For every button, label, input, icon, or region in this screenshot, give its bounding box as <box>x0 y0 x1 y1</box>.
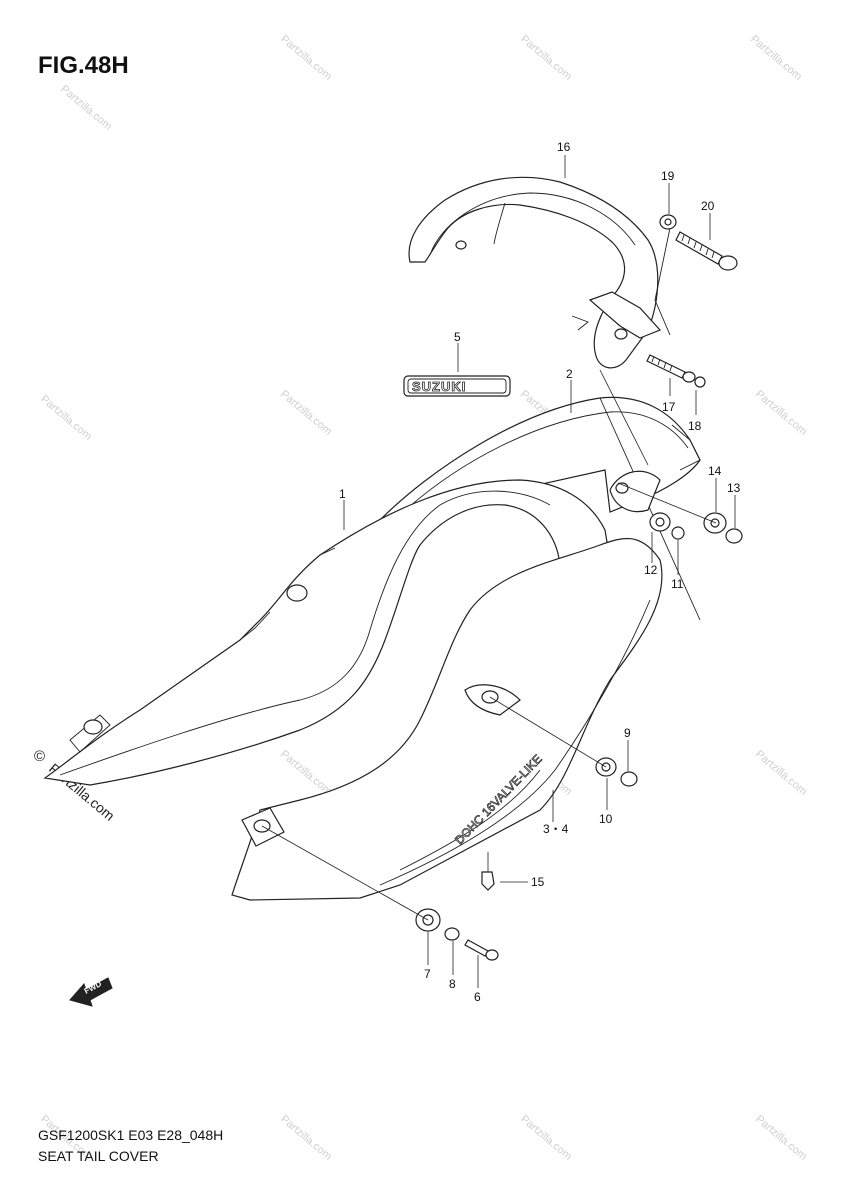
copyright-mark: © <box>34 748 45 765</box>
bolt-6 <box>464 939 499 961</box>
callout-5: 5 <box>454 330 461 344</box>
watermark: Partzilla.com <box>278 748 334 798</box>
callout-17: 17 <box>662 400 676 414</box>
suzuki-emblem-5: SUZUKI <box>403 375 511 397</box>
footer-code: GSF1200SK1 E03 E28_048H <box>38 1127 224 1143</box>
callout-2: 2 <box>566 367 573 381</box>
callout-15: 15 <box>531 875 545 889</box>
watermark: Partzilla.com <box>518 1113 574 1163</box>
watermark: Partzilla.com <box>58 83 114 133</box>
watermark: Partzilla.com <box>278 1113 334 1163</box>
callout-6: 6 <box>474 990 481 1004</box>
fwd-arrow-icon: FWD <box>69 977 113 1007</box>
grab-rail-16 <box>408 176 671 369</box>
collar-8 <box>444 927 460 941</box>
callout-7: 7 <box>424 967 431 981</box>
bolt-20 <box>675 231 738 271</box>
watermark: Partzilla.com <box>753 388 809 438</box>
watermark: Partzilla.com <box>278 388 334 438</box>
callout-10: 10 <box>599 812 613 826</box>
figure-title: FIG.48H <box>38 52 129 79</box>
watermark: Partzilla.com <box>38 393 94 443</box>
watermark: Partzilla.com <box>748 33 804 83</box>
callouts: 16 19 20 5 2 1 17 18 14 13 12 11 9 10 3・… <box>339 140 741 1004</box>
callout-19: 19 <box>661 169 675 183</box>
callout-8: 8 <box>449 977 456 991</box>
washer-19 <box>659 214 677 230</box>
watermark: Partzilla.com <box>753 748 809 798</box>
emblem-text: SUZUKI <box>412 379 466 394</box>
callout-13: 13 <box>727 481 741 495</box>
clip-15 <box>481 871 495 891</box>
collar-9 <box>620 771 638 787</box>
tail-cover-side-3-4: DOHC 16VALVE-LIKE <box>231 470 663 901</box>
callout-18: 18 <box>688 419 702 433</box>
callout-20: 20 <box>701 199 715 213</box>
callout-9: 9 <box>624 726 631 740</box>
collar-11 <box>671 526 685 540</box>
leader-lines <box>261 155 736 988</box>
watermark-group: Partzilla.com Partzilla.com Partzilla.co… <box>38 33 809 1163</box>
callout-3-4: 3・4 <box>543 822 569 836</box>
grommet-12 <box>649 512 671 532</box>
watermark: Partzilla.com <box>518 33 574 83</box>
footer-name: SEAT TAIL COVER <box>38 1148 159 1164</box>
watermark: Partzilla.com <box>278 33 334 83</box>
callout-14: 14 <box>708 464 722 478</box>
bolt-17 <box>646 354 696 383</box>
watermark: Partzilla.com <box>753 1113 809 1163</box>
callout-12: 12 <box>644 563 658 577</box>
washer-18 <box>694 376 706 388</box>
collar-13 <box>725 528 743 544</box>
callout-1: 1 <box>339 487 346 501</box>
callout-16: 16 <box>557 140 571 154</box>
callout-11: 11 <box>671 577 684 591</box>
